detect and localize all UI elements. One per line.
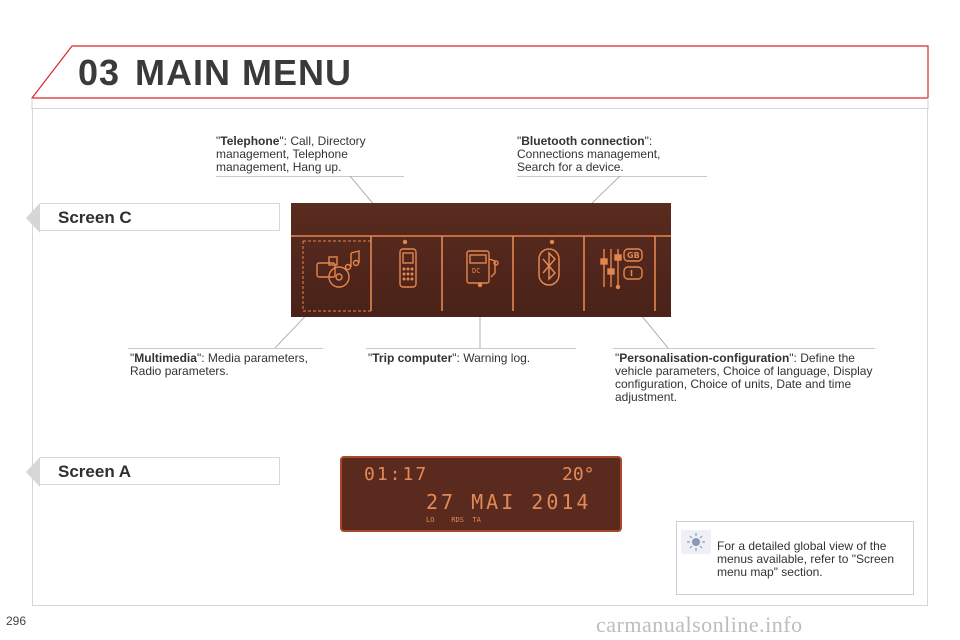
watermark: carmanualsonline.info [596, 612, 803, 637]
page-number: 296 [6, 614, 27, 628]
multimedia-callout-text: : Media parameters, Radio parameters. [130, 351, 308, 378]
svg-text:I: I [630, 269, 633, 278]
tip-text: For a detailed global view of the menus … [717, 539, 895, 579]
bluetooth-callout: "Bluetooth connection": Connections mana… [517, 134, 661, 174]
trip-rule [366, 348, 576, 349]
screen-a-temperature: 20° [562, 464, 595, 485]
lightbulb-icon [681, 530, 711, 554]
telephone-callout-text: : Call, Directory management, Telephone … [216, 134, 366, 174]
trip-callout-name: Trip computer [372, 351, 453, 365]
telephone-icon [399, 248, 417, 288]
multimedia-callout-name: Multimedia [134, 351, 197, 365]
personalisation-callout: "Personalisation-configuration": Define … [615, 351, 873, 404]
personalisation-callout-text: : Define the vehicle parameters, Choice … [615, 351, 873, 404]
bluetooth-icon [538, 248, 560, 286]
bluetooth-callout-name: Bluetooth connection [521, 134, 645, 148]
trip-computer-icon: DC [466, 250, 499, 284]
screen-c-menu: DC GB I [291, 235, 671, 312]
page-frame [32, 108, 928, 606]
telephone-callout-name: Telephone [220, 134, 280, 148]
trip-callout: "Trip computer": Warning log. [368, 351, 531, 365]
screen-a-flags: LO RDS TA [426, 516, 481, 524]
trip-marker [477, 282, 483, 288]
header-shape [30, 45, 929, 110]
trip-callout-text: : Warning log. [456, 351, 531, 365]
telephone-marker [402, 239, 408, 245]
screen-c-label: Screen C [26, 203, 280, 233]
screen-a-label: Screen A [26, 457, 280, 487]
svg-text:GB: GB [627, 251, 640, 260]
screen-c-display: DC GB I [291, 203, 671, 317]
personalisation-marker [615, 284, 621, 290]
multimedia-rule [128, 348, 323, 349]
telephone-rule [216, 176, 404, 177]
svg-text:DC: DC [472, 267, 480, 275]
chapter-title: MAIN MENU [135, 52, 352, 93]
screen-a-date: 27 MAI 2014 [426, 490, 592, 514]
bluetooth-marker [549, 239, 555, 245]
chapter-number: 03 [78, 52, 121, 93]
screen-a-time: 01:17 [364, 464, 429, 485]
personalisation-icon: GB I [600, 248, 643, 287]
bluetooth-callout-text: : Connections management, Search for a d… [517, 134, 661, 174]
tip-box [676, 521, 914, 595]
multimedia-callout: "Multimedia": Media parameters, Radio pa… [130, 351, 308, 378]
personalisation-rule [613, 348, 875, 349]
multimedia-icon [316, 250, 360, 288]
screen-a-display: 01:17 20° 27 MAI 2014 LO RDS TA [340, 456, 622, 532]
bluetooth-rule [517, 176, 707, 177]
telephone-callout: "Telephone": Call, Directory management,… [216, 134, 366, 174]
personalisation-callout-name: Personalisation-configuration [619, 351, 790, 365]
